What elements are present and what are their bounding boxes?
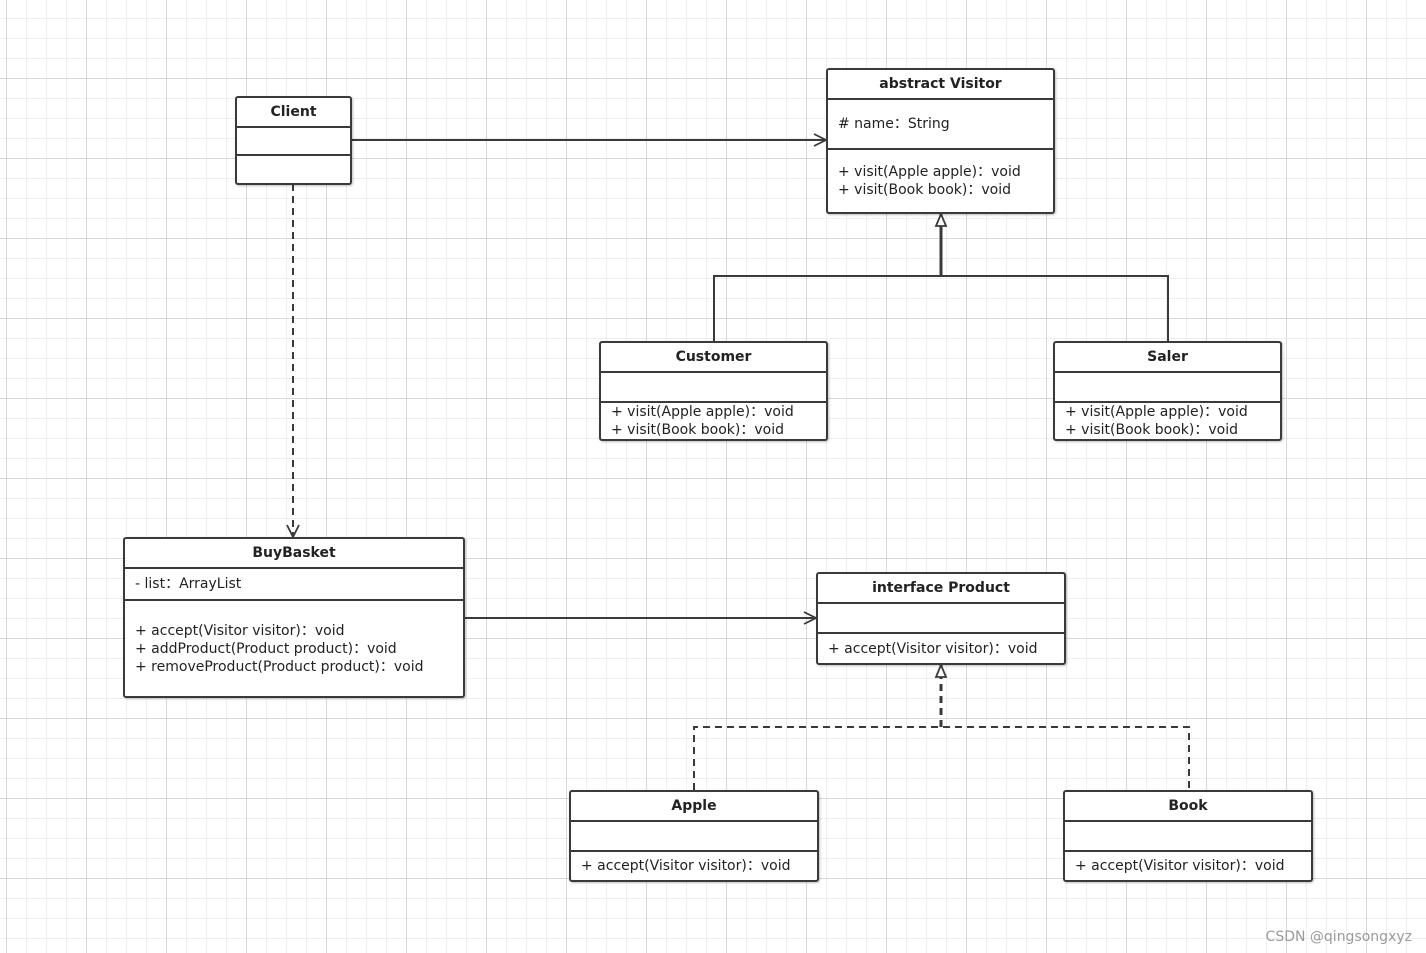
operations-section: + accept(Visitor visitor)：void bbox=[1065, 852, 1311, 880]
operation: + addProduct(Product product)：void bbox=[135, 640, 397, 657]
operation: + visit(Apple apple)：void bbox=[1065, 404, 1248, 420]
operations-section bbox=[237, 156, 350, 183]
operation: + accept(Visitor visitor)：void bbox=[1075, 858, 1285, 874]
class-title: Customer bbox=[601, 343, 826, 373]
operation: + accept(Visitor visitor)：void bbox=[135, 622, 345, 639]
realization-apple-book-product[interactable] bbox=[693, 726, 1190, 790]
attributes-section: # name：String bbox=[828, 100, 1053, 150]
attributes-section bbox=[818, 604, 1064, 634]
operation: + visit(Apple apple)：void bbox=[838, 164, 1021, 180]
attribute: # name：String bbox=[838, 116, 950, 132]
class-title: Apple bbox=[571, 792, 817, 822]
attributes-section bbox=[1055, 373, 1280, 403]
operations-section: + accept(Visitor visitor)：void bbox=[571, 852, 817, 880]
class-visitor[interactable]: abstract Visitor # name：String + visit(A… bbox=[826, 68, 1055, 214]
class-title: interface Product bbox=[818, 574, 1064, 604]
operation: + visit(Book book)：void bbox=[611, 422, 784, 438]
attributes-section bbox=[601, 373, 826, 403]
operation: + visit(Apple apple)：void bbox=[611, 404, 794, 420]
class-saler[interactable]: Saler + visit(Apple apple)：void + visit(B… bbox=[1053, 341, 1282, 441]
operations-section: + visit(Apple apple)：void + visit(Book bo… bbox=[828, 150, 1053, 212]
operations-section: + accept(Visitor visitor)：void+ addProdu… bbox=[125, 601, 463, 696]
class-title: Client bbox=[237, 98, 350, 128]
attributes-section bbox=[237, 128, 350, 156]
class-title: Book bbox=[1065, 792, 1311, 822]
operation: + visit(Book book)：void bbox=[1065, 422, 1238, 438]
class-customer[interactable]: Customer + visit(Apple apple)：void+ visi… bbox=[599, 341, 828, 441]
class-product[interactable]: interface Product + accept(Visitor visit… bbox=[816, 572, 1066, 665]
class-title: abstract Visitor bbox=[828, 70, 1053, 100]
class-client[interactable]: Client bbox=[235, 96, 352, 185]
operations-section: + accept(Visitor visitor)：void bbox=[818, 634, 1064, 663]
operations-section: + visit(Apple apple)：void + visit(Book bo… bbox=[601, 403, 826, 439]
watermark: CSDN @qingsongxyz bbox=[1265, 929, 1412, 945]
class-buybasket[interactable]: BuyBasket - list：ArrayList + accept(Visi… bbox=[123, 537, 465, 698]
attribute: - list：ArrayList bbox=[135, 576, 242, 592]
class-apple[interactable]: Apple + accept(Visitor visitor)：void bbox=[569, 790, 819, 882]
operation: + visit(Book book)：void bbox=[838, 182, 1011, 198]
operations-section: + visit(Apple apple)：void + visit(Book bo… bbox=[1055, 403, 1280, 439]
attributes-section: - list：ArrayList bbox=[125, 569, 463, 601]
class-title: Saler bbox=[1055, 343, 1280, 373]
generalization-customer-saler-visitor[interactable] bbox=[713, 275, 1169, 341]
class-title: BuyBasket bbox=[125, 539, 463, 569]
attributes-section bbox=[1065, 822, 1311, 852]
operation: + accept(Visitor visitor)：void bbox=[581, 858, 791, 874]
attributes-section bbox=[571, 822, 817, 852]
operation: + removeProduct(Product product)：void bbox=[135, 658, 424, 675]
operation: + accept(Visitor visitor)：void bbox=[828, 640, 1038, 657]
class-book[interactable]: Book + accept(Visitor visitor)：void bbox=[1063, 790, 1313, 882]
